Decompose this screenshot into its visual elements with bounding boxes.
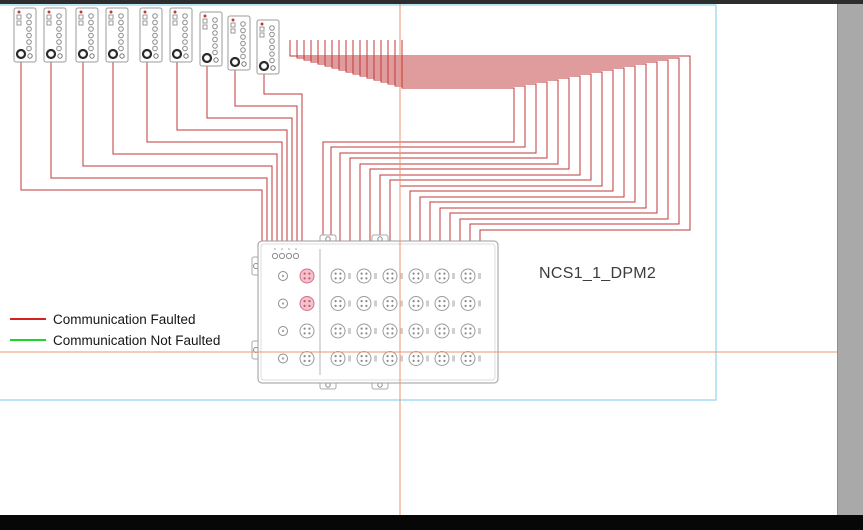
port-connector: [330, 296, 346, 311]
comm-wire-faulted: [289, 40, 691, 241]
port-connector: [434, 268, 450, 284]
comm-wire-faulted: [366, 40, 570, 241]
comm-wire-faulted: [331, 40, 625, 241]
terminal-module[interactable]: [256, 19, 280, 75]
port-connector: [356, 323, 372, 339]
comm-wire-faulted: [317, 40, 647, 241]
comm-wire-faulted: [263, 74, 303, 241]
port-connector: [356, 296, 372, 311]
comm-wire-faulted: [338, 40, 614, 241]
module-fault-dot: [47, 10, 51, 14]
module-fault-dot: [203, 14, 207, 18]
device-label: NCS1_1_DPM2: [539, 265, 657, 282]
comm-wire-faulted: [303, 40, 669, 241]
comm-wire-faulted: [206, 66, 293, 241]
comm-wire-faulted: [234, 70, 298, 241]
port-connector: [330, 323, 346, 339]
module-connector: [45, 48, 57, 60]
terminal-module[interactable]: [199, 11, 223, 67]
comm-wire-faulted: [112, 62, 278, 241]
module-connector: [77, 48, 89, 60]
port-connector: [460, 323, 476, 339]
port-connector: [382, 323, 398, 339]
terminal-module[interactable]: [75, 7, 99, 63]
module-fault-dot: [231, 18, 235, 22]
port-faulted-indicator: [299, 296, 315, 311]
window-bottom-edge: [0, 515, 863, 530]
comm-wire-faulted: [359, 40, 559, 241]
wire-group: [20, 40, 691, 241]
module-fault-dot: [143, 10, 147, 14]
port-connector: [408, 268, 424, 284]
comm-wire-faulted: [176, 62, 288, 241]
comm-wire-faulted: [324, 40, 636, 241]
module-connector: [15, 48, 27, 60]
scrollbar-track[interactable]: [837, 4, 863, 515]
comm-wire-faulted: [330, 40, 526, 241]
module-fault-dot: [260, 22, 264, 26]
page-border: [0, 4, 717, 401]
comm-wire-faulted: [349, 40, 548, 241]
comm-wire-faulted: [310, 40, 658, 241]
terminal-module[interactable]: [139, 7, 163, 63]
legend-item: Communication Not Faulted: [10, 332, 220, 348]
comm-wire-faulted: [296, 40, 680, 241]
comm-wire-faulted: [146, 62, 283, 241]
comm-wire-faulted: [50, 62, 268, 241]
legend-item: Communication Faulted: [10, 311, 220, 327]
port-connector: [408, 296, 424, 311]
port-connector: [408, 323, 424, 339]
comm-wire-faulted: [359, 40, 581, 241]
port-connector: [382, 351, 398, 366]
module-connector: [171, 48, 183, 60]
module-connector: [141, 48, 153, 60]
port-connector: [330, 268, 346, 284]
terminal-module[interactable]: [43, 7, 67, 63]
port-connector: [356, 351, 372, 366]
port-connector: [460, 351, 476, 366]
port-connector: [299, 351, 315, 366]
port-connector: [299, 323, 315, 339]
comm-wire-faulted: [322, 40, 515, 241]
port-connector: [356, 268, 372, 284]
port-connector: [382, 268, 398, 284]
port-connector: [434, 323, 450, 339]
module-connector: [258, 60, 270, 72]
module-fault-dot: [79, 10, 83, 14]
dpm-device[interactable]: [251, 234, 499, 390]
window-top-edge: [0, 0, 863, 4]
terminal-module[interactable]: [227, 15, 251, 71]
module-connector: [229, 56, 241, 68]
terminal-module[interactable]: [105, 7, 129, 63]
port-connector: [460, 296, 476, 311]
terminal-module[interactable]: [13, 7, 37, 63]
legend-label: Communication Faulted: [53, 311, 196, 327]
comm-wire-faulted: [352, 40, 592, 241]
port-connector: [434, 351, 450, 366]
port-connector: [460, 268, 476, 284]
port-connector: [382, 296, 398, 311]
not-faulted-line-swatch: [10, 339, 46, 341]
port-connector: [408, 351, 424, 366]
module-connector: [107, 48, 119, 60]
comm-wire-faulted: [20, 62, 263, 241]
port-connector: [434, 296, 450, 311]
module-fault-dot: [109, 10, 113, 14]
terminal-module[interactable]: [169, 7, 193, 63]
comm-wire-faulted: [339, 40, 537, 241]
module-connector: [201, 52, 213, 64]
port-connector: [330, 351, 346, 366]
legend-label: Communication Not Faulted: [53, 332, 221, 348]
comm-wire-faulted: [82, 62, 273, 241]
diagram-canvas[interactable]: [0, 0, 838, 530]
module-fault-dot: [17, 10, 21, 14]
faulted-line-swatch: [10, 318, 46, 320]
port-faulted-indicator: [299, 268, 315, 284]
module-fault-dot: [173, 10, 177, 14]
